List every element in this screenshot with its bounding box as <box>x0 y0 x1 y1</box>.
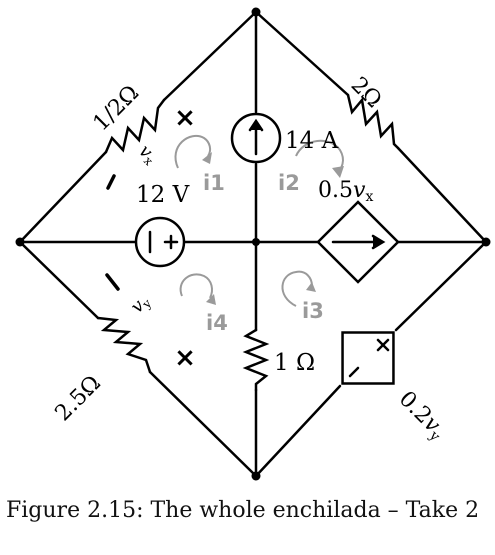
minus-mark-top-left <box>106 174 116 190</box>
voltage-source <box>134 216 186 268</box>
wire-bottom-left-b <box>148 370 258 478</box>
label-2-5-ohm: 2.5Ω <box>51 371 106 426</box>
wire-top-left-b <box>18 150 108 244</box>
wire-top-right-a <box>254 10 350 97</box>
wire-bottom-right-a <box>394 240 488 332</box>
resistor-half-ohm <box>104 98 166 154</box>
wire-top-left-a <box>162 10 258 102</box>
mesh-label-1: i1 <box>203 171 225 195</box>
label-half-ohm: 1/2Ω <box>89 81 145 137</box>
plus-mark-top-left: × <box>174 103 196 133</box>
node-left <box>15 237 25 247</box>
resistor-two-half-ohm <box>96 316 152 374</box>
wire-bottom-right-b <box>254 384 342 478</box>
mesh-label-4: i4 <box>206 311 228 335</box>
label-dep-voltage: 0.2vy <box>392 387 450 445</box>
wire-bottom-left-a <box>18 240 100 320</box>
label-vy: vy <box>127 291 155 319</box>
resistor-one-ohm <box>242 328 270 392</box>
label-vx: vx <box>134 141 162 169</box>
label-1ohm: 1 Ω <box>274 350 315 376</box>
plus-mark-bottom-left: × <box>174 343 196 373</box>
label-14a: 14 A <box>285 128 339 154</box>
mesh-label-3: i3 <box>302 299 324 323</box>
label-dep-current: 0.5vx <box>318 178 373 205</box>
node-top <box>251 7 261 17</box>
mesh-arrow-1 <box>174 135 212 169</box>
minus-mark-bottom-left <box>105 273 120 291</box>
circuit-diagram: × × i1 i2 i3 i4 14 A 12 V 1 Ω 1/2Ω 2Ω 2.… <box>15 7 491 481</box>
mesh-arrow-3 <box>281 270 313 307</box>
resistor-two-ohm <box>346 93 400 150</box>
wire-top-right-b <box>396 146 488 244</box>
mesh-label-2: i2 <box>278 171 300 195</box>
node-bottom <box>251 471 261 481</box>
node-center <box>252 238 260 246</box>
mesh-arrow-4 <box>179 273 213 299</box>
figure-caption: Figure 2.15: The whole enchilada – Take … <box>6 498 480 523</box>
node-right <box>481 237 491 247</box>
label-12v: 12 V <box>136 182 190 208</box>
